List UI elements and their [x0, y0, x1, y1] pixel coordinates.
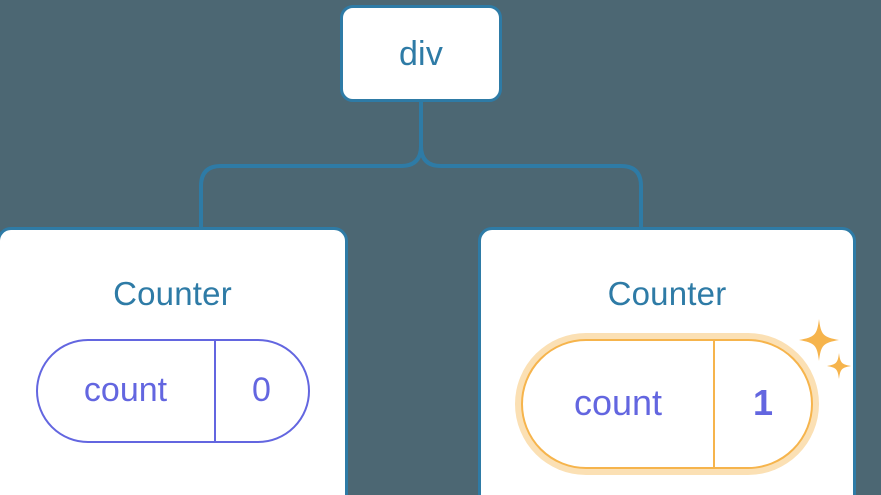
- node-counter-right[interactable]: Counter count 1: [478, 227, 856, 495]
- state-pill-left-wrap: count 0: [35, 339, 310, 443]
- node-counter-left[interactable]: Counter count 0: [0, 227, 348, 495]
- state-value-right: 1: [713, 341, 811, 467]
- node-counter-left-label: Counter: [113, 275, 232, 312]
- connector-left: [199, 99, 423, 230]
- state-value-left: 0: [213, 341, 308, 441]
- state-pill-left[interactable]: count 0: [35, 339, 310, 443]
- connector-right: [419, 99, 643, 230]
- node-counter-right-label: Counter: [607, 275, 727, 312]
- sparkle-small-icon: [827, 353, 851, 379]
- state-pill-right[interactable]: count 1: [521, 339, 813, 469]
- state-key-right: count: [573, 381, 663, 423]
- node-root-label: div: [398, 34, 444, 73]
- state-key-left: count: [83, 370, 168, 409]
- node-root-div[interactable]: div: [340, 5, 502, 102]
- state-pill-right-wrap: count 1: [521, 319, 851, 469]
